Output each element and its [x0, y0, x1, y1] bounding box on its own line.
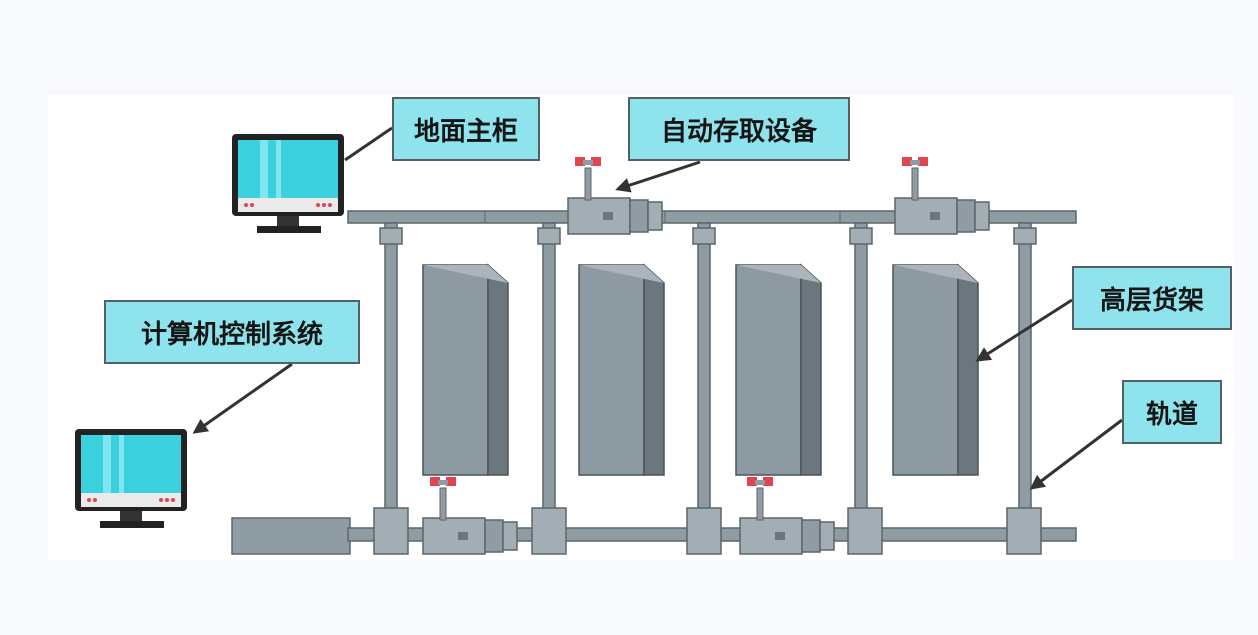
label-ground-cabinet: 地面主柜 — [392, 97, 540, 161]
high-rack — [892, 263, 979, 476]
leader-ground-cabinet — [344, 126, 393, 162]
top-rail — [347, 210, 1077, 224]
high-rack — [422, 263, 509, 476]
rack-posts — [373, 222, 1042, 555]
arrow-rail — [1029, 418, 1123, 490]
arrow-computer-control — [192, 362, 293, 434]
monitor-icon — [232, 134, 344, 233]
arrow-auto-storage — [615, 160, 701, 193]
label-high-rack: 高层货架 — [1072, 266, 1232, 330]
bottom-rail — [231, 517, 1077, 555]
label-computer-control: 计算机控制系统 — [104, 300, 360, 364]
high-rack — [578, 263, 665, 476]
high-rack — [735, 263, 822, 476]
monitor-icon — [75, 429, 187, 528]
arrow-high-rack — [975, 298, 1073, 362]
valve-icon — [739, 477, 835, 555]
valve-icon — [422, 477, 518, 555]
label-rail: 轨道 — [1122, 380, 1222, 444]
label-auto-storage: 自动存取设备 — [628, 97, 850, 161]
valve-icon — [567, 157, 663, 235]
valve-icon — [894, 157, 990, 235]
